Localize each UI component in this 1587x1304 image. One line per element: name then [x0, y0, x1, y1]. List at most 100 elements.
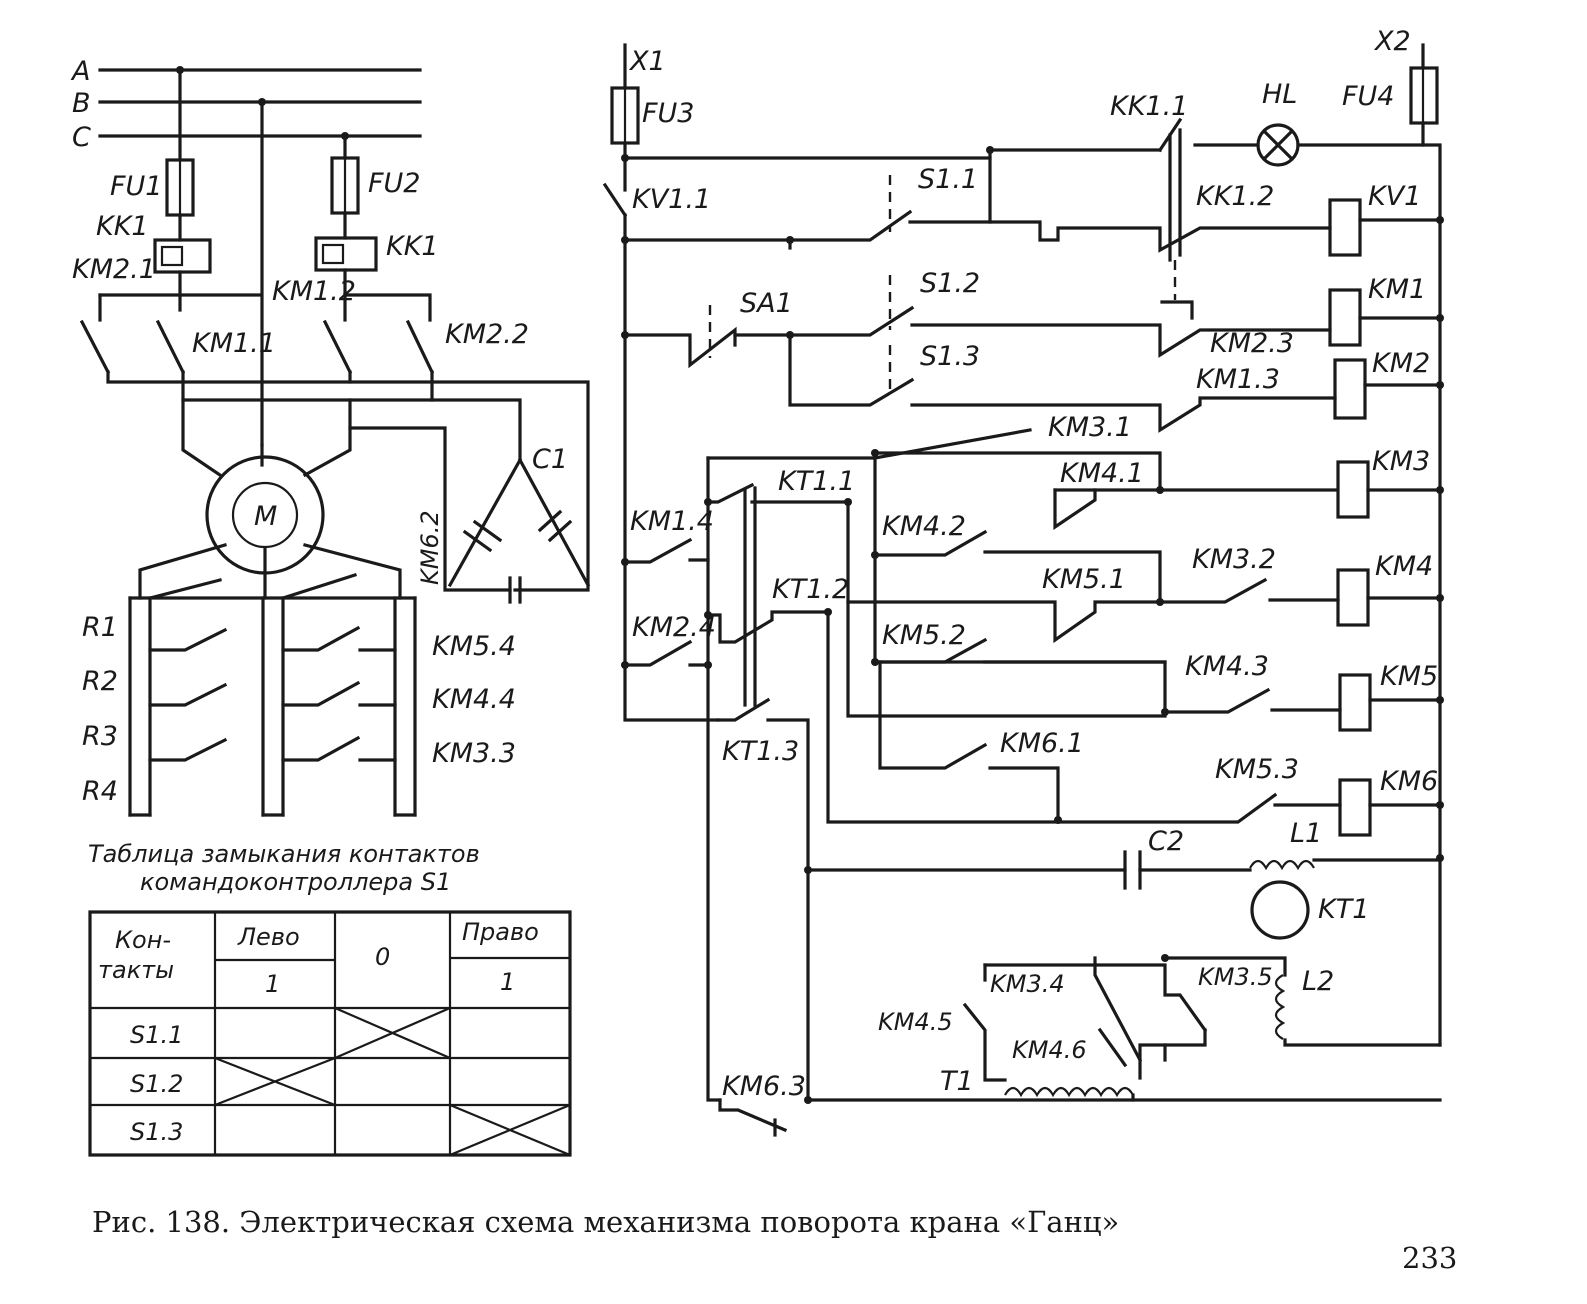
contact-km1-1 [155, 319, 186, 375]
coil-kv1 [1328, 198, 1362, 257]
contact-table: Таблица замыкания контактов командоконтр… [88, 840, 572, 1157]
label-FU3: FU3 [642, 98, 694, 129]
table-head-right: Право [462, 918, 539, 946]
label-B: B [72, 88, 91, 119]
label-KM2.3: KM2.3 [1210, 328, 1294, 359]
table-cross-s1-1-zero [334, 1006, 451, 1060]
label-C1: C1 [532, 444, 568, 475]
table-head-zero: 0 [375, 943, 390, 971]
label-X1: X1 [628, 46, 666, 77]
label-KM3.3: KM3.3 [432, 738, 516, 769]
label-KM1: KM1 [1368, 274, 1426, 305]
label-KM4.4: KM4.4 [432, 684, 516, 715]
label-KM5.3: KM5.3 [1215, 754, 1299, 785]
label-KM4.5: KM4.5 [878, 1008, 953, 1036]
label-KM5.2: KM5.2 [882, 620, 966, 651]
coil-km1 [1328, 288, 1362, 347]
capacitor-c1-b [537, 509, 573, 543]
label-A: A [70, 56, 90, 87]
label-KM4.6: KM4.6 [1012, 1036, 1087, 1064]
label-KM3.2: KM3.2 [1192, 544, 1276, 575]
label-KM6: KM6 [1380, 766, 1438, 797]
capacitor-c2 [1123, 850, 1142, 890]
label-R4: R4 [82, 776, 118, 807]
table-row-s1-1: S1.1 [130, 1021, 183, 1049]
label-KM2.2: KM2.2 [445, 319, 529, 350]
thermal-relay-kk1-b [314, 236, 378, 272]
label-KM4.1: KM4.1 [1060, 458, 1144, 489]
label-KM3.1: KM3.1 [1048, 412, 1132, 443]
label-KM5.1: KM5.1 [1042, 564, 1126, 595]
table-row-s1-3: S1.3 [130, 1118, 183, 1146]
page-number: 233 [1402, 1241, 1457, 1275]
contact-km2-1 [79, 319, 111, 375]
label-KM5.4: KM5.4 [432, 631, 516, 662]
label-M: M [254, 501, 277, 532]
label-L1: L1 [1290, 818, 1322, 849]
label-KV1.1: KV1.1 [632, 184, 711, 215]
label-R2: R2 [82, 666, 118, 697]
contact-km2-2 [405, 319, 435, 375]
thermal-relay-kk1-a [153, 238, 212, 274]
contact-km1-2 [322, 319, 353, 375]
label-KT1.1: KT1.1 [778, 466, 855, 497]
label-KM1.2: KM1.2 [272, 276, 356, 307]
table-title-line2: командоконтроллера S1 [140, 868, 451, 896]
label-KM5: KM5 [1380, 661, 1438, 692]
label-KM3: KM3 [1372, 446, 1430, 477]
label-KM4.2: KM4.2 [882, 511, 966, 542]
label-KK1.1: KK1.1 [1110, 91, 1188, 122]
inductor-l2 [1274, 974, 1286, 1040]
control-circuit [602, 43, 1444, 1137]
label-KM4: KM4 [1375, 551, 1433, 582]
label-FU2: FU2 [368, 168, 420, 199]
label-KM3.4: KM3.4 [990, 970, 1065, 998]
table-head-contacts-1: Кон- [115, 926, 171, 954]
label-R1: R1 [82, 612, 118, 643]
table-cross-s1-3-right [449, 1103, 571, 1157]
coil-km2 [1333, 358, 1367, 420]
label-KM4.3: KM4.3 [1185, 651, 1269, 682]
label-T1: T1 [940, 1066, 974, 1097]
transformer-t1 [1004, 1086, 1134, 1098]
table-head-contacts-2: такты [98, 956, 174, 984]
coil-km3 [1336, 460, 1370, 519]
timer-motor-kt1 [1250, 880, 1310, 940]
label-SA1: SA1 [740, 288, 793, 319]
table-title-line1: Таблица замыкания контактов [88, 840, 480, 868]
coil-km6 [1338, 778, 1372, 837]
label-KM2.1: KM2.1 [72, 254, 156, 285]
label-KM6.3: KM6.3 [722, 1071, 806, 1102]
label-KM1.1: KM1.1 [192, 328, 276, 359]
label-KK1.2: KK1.2 [1196, 181, 1274, 212]
label-KM6.1: KM6.1 [1000, 728, 1084, 759]
label-HL: HL [1262, 79, 1297, 110]
label-X2: X2 [1373, 26, 1411, 57]
label-L2: L2 [1302, 966, 1334, 997]
capacitor-c1-a [462, 519, 503, 553]
inductor-l1 [1249, 859, 1315, 871]
label-R3: R3 [82, 721, 118, 752]
table-head-left: Лево [237, 923, 300, 951]
table-sub-right: 1 [500, 968, 515, 996]
label-KM3.5: KM3.5 [1198, 963, 1273, 991]
capacitor-c1-c [508, 576, 522, 604]
label-C: C [72, 122, 91, 153]
label-KT1.3: KT1.3 [722, 736, 799, 767]
label-KV1: KV1 [1368, 181, 1421, 212]
label-S1.1: S1.1 [918, 164, 978, 195]
coil-km5 [1338, 673, 1372, 732]
label-KM2.4: KM2.4 [632, 612, 716, 643]
label-S1.2: S1.2 [920, 268, 980, 299]
label-KM6.2: KM6.2 [416, 510, 444, 585]
label-KM2: KM2 [1372, 348, 1430, 379]
power-circuit [79, 66, 591, 817]
coil-km4 [1336, 568, 1370, 627]
table-sub-left: 1 [265, 970, 280, 998]
label-KK1-a: KK1 [96, 211, 149, 242]
label-KK1-b: KK1 [386, 231, 439, 262]
labels: A B C FU1 FU2 KK1 KK1 KM2.1 KM1.2 KM1.1 … [70, 26, 1438, 1102]
label-FU1: FU1 [110, 171, 162, 202]
